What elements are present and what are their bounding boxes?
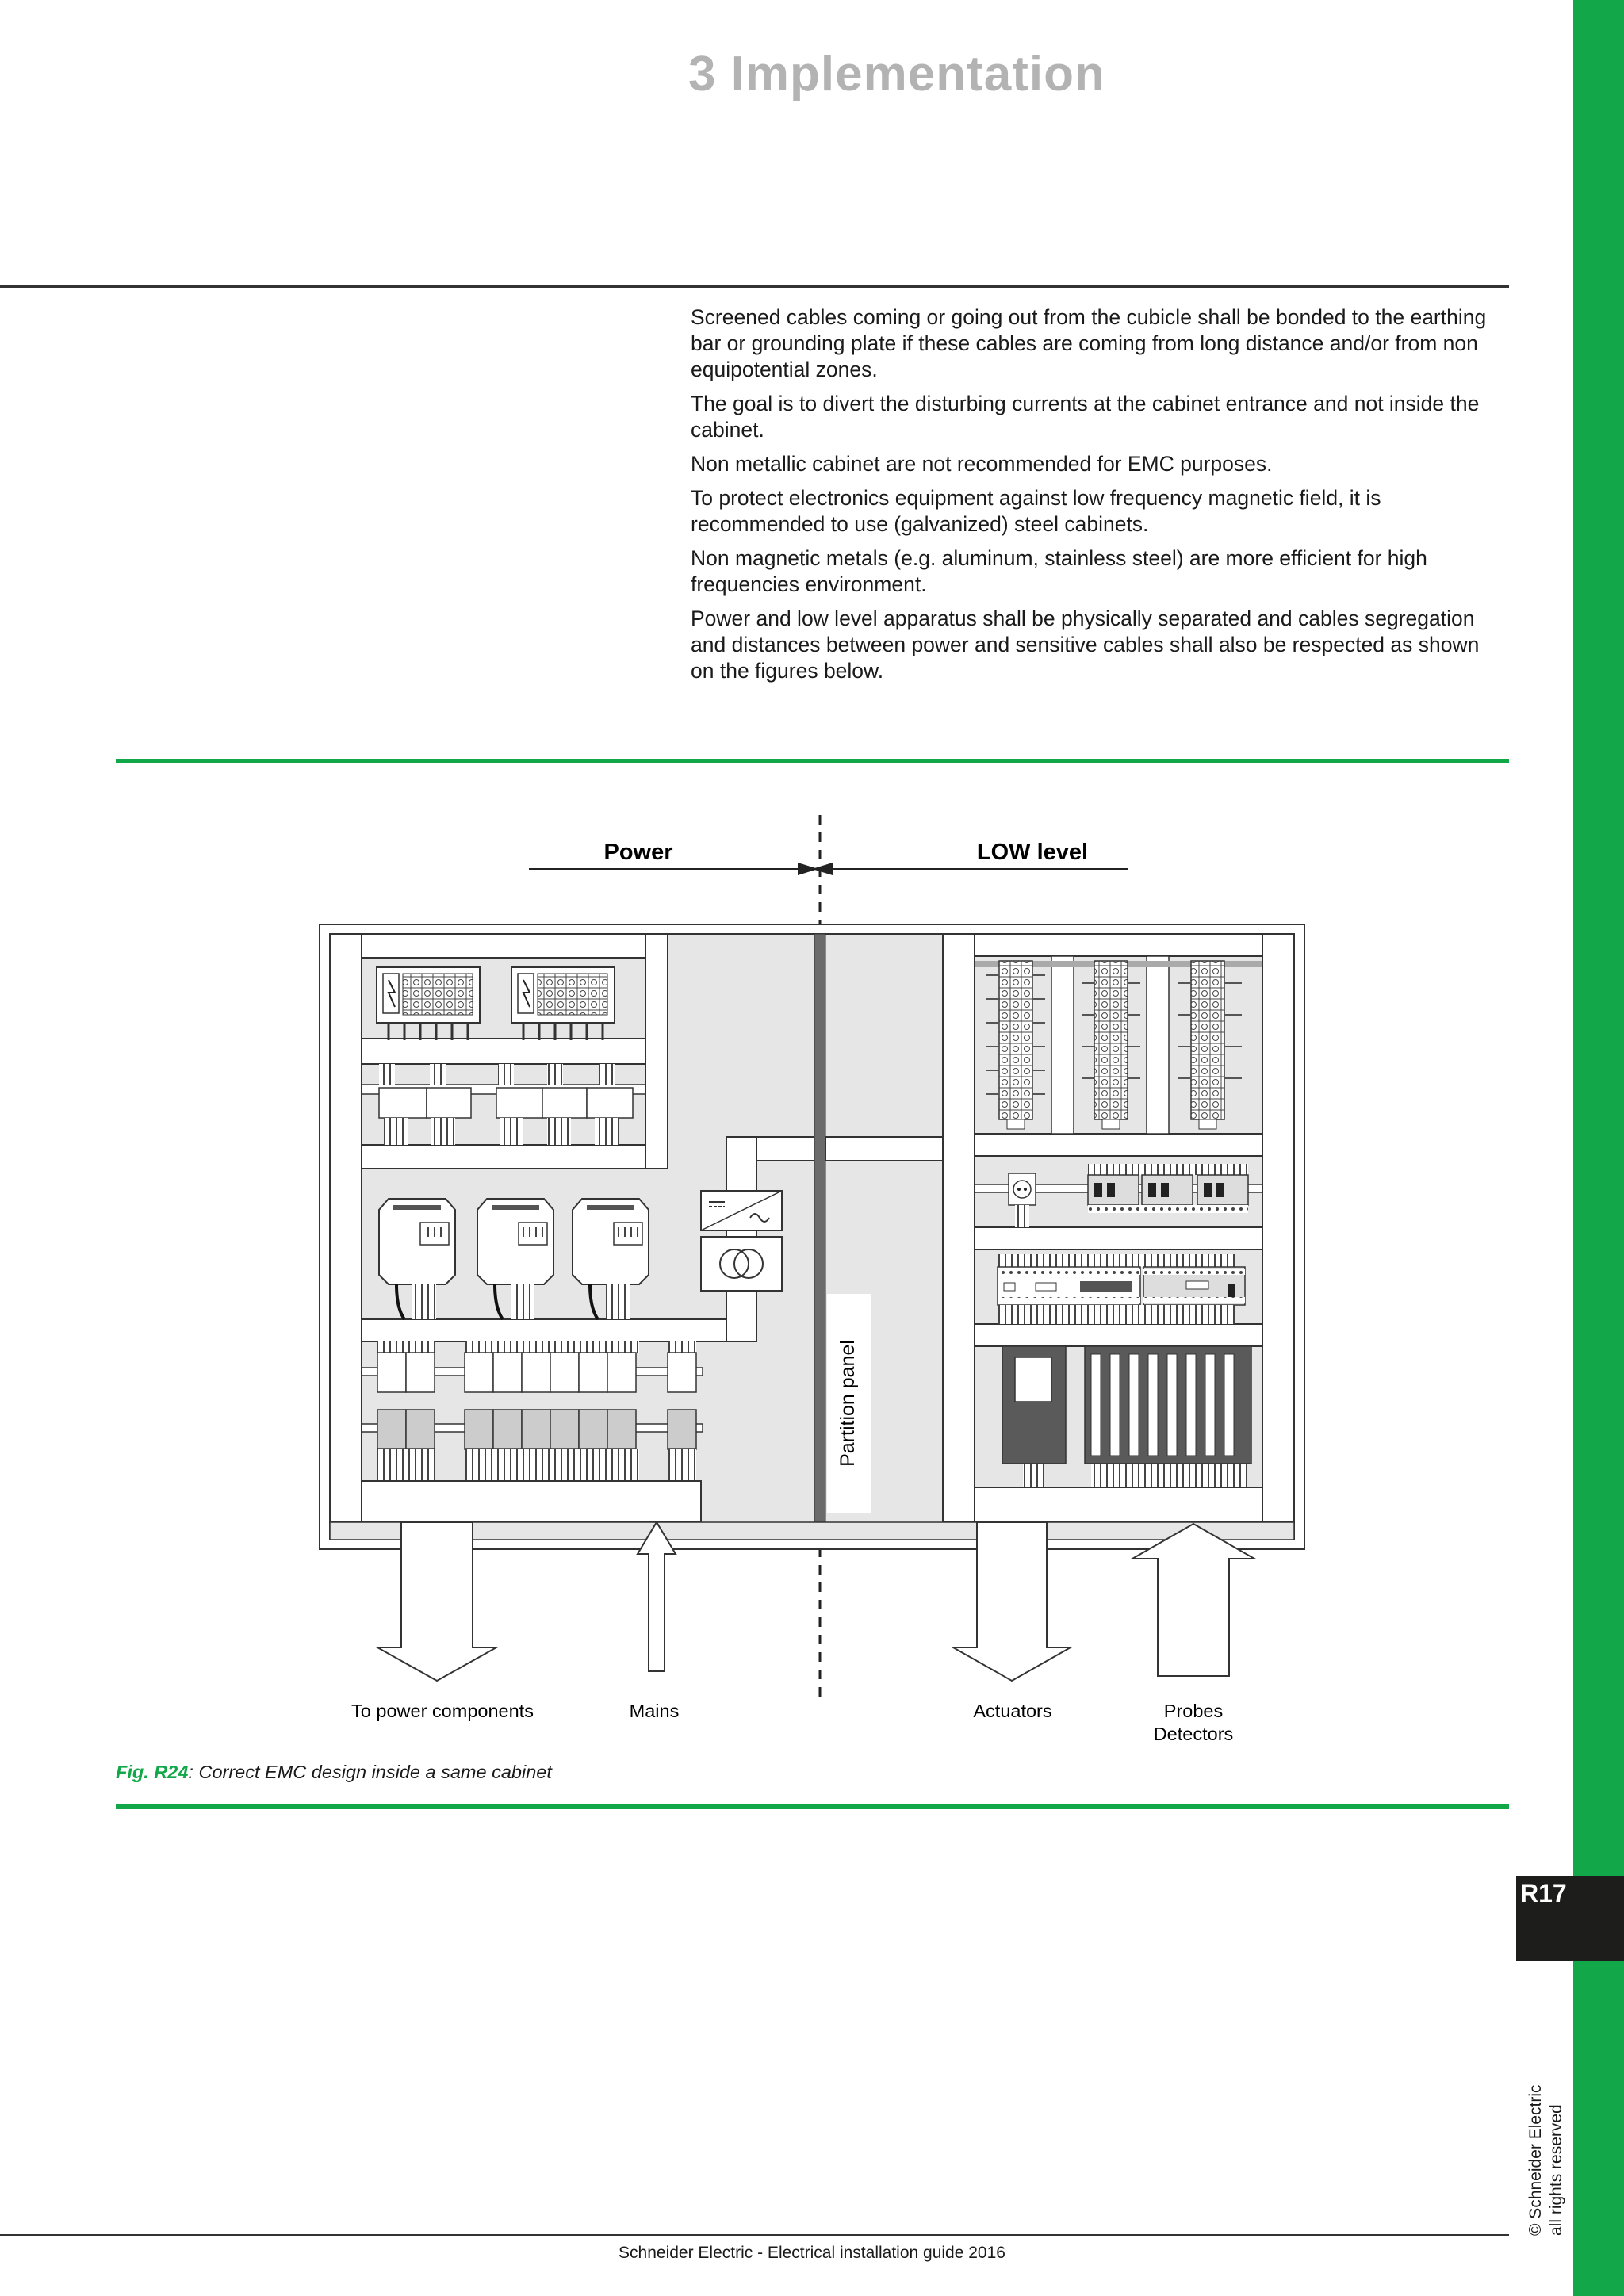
label-actuators: Actuators xyxy=(973,1701,1051,1721)
variable-speed-drive xyxy=(572,1198,649,1321)
terminal-block xyxy=(1082,960,1140,1130)
label-power: Power xyxy=(603,840,672,865)
low-level-arrow-head xyxy=(812,863,833,875)
page-number-tab xyxy=(1516,1876,1624,1961)
contactor-row xyxy=(378,1064,634,1145)
label-detectors: Detectors xyxy=(1154,1724,1234,1744)
header-rule xyxy=(0,285,1509,288)
right-mounting-rail xyxy=(1262,933,1295,1523)
breaker-row xyxy=(377,1341,697,1481)
label-to-power-components: To power components xyxy=(351,1701,534,1721)
label-mains: Mains xyxy=(630,1701,680,1721)
cabinet-diagram: Power LOW level xyxy=(319,815,1305,1744)
arrow-to-power-components xyxy=(374,1521,500,1682)
cable-duct xyxy=(974,1133,1263,1157)
cable-duct xyxy=(974,1487,1263,1523)
cable-duct xyxy=(825,1136,944,1161)
cable-duct xyxy=(1146,955,1170,1135)
left-mounting-rail xyxy=(329,933,362,1523)
cabinet-base xyxy=(329,1521,1295,1540)
cable-duct xyxy=(361,1480,702,1523)
arrow-probes-detectors xyxy=(1129,1522,1258,1677)
figure-top-rule xyxy=(116,759,1509,763)
footer-text: Schneider Electric - Electrical installa… xyxy=(619,2244,1005,2262)
cable-duct xyxy=(361,1144,646,1169)
io-card-rack xyxy=(1084,1345,1252,1487)
cable-duct xyxy=(645,933,668,1169)
relay-row xyxy=(1008,1164,1249,1227)
paragraph: The goal is to divert the disturbing cur… xyxy=(691,392,1480,442)
plc-module xyxy=(997,1254,1246,1324)
transformer xyxy=(700,1236,783,1292)
paragraph: Non metallic cabinet are not recommended… xyxy=(691,452,1273,476)
paragraph: To protect electronics equipment against… xyxy=(691,486,1381,536)
cable-duct xyxy=(361,1038,646,1065)
cable-duct xyxy=(942,933,975,1523)
partition-label-box xyxy=(827,1294,871,1513)
cable-duct xyxy=(1051,955,1074,1135)
label-low-level: LOW level xyxy=(977,840,1088,865)
terminal-block xyxy=(1178,960,1242,1130)
partition-label: Partition panel xyxy=(837,1340,859,1467)
arrow-actuators xyxy=(950,1521,1074,1682)
chapter-title: 3 Implementation xyxy=(688,47,1105,101)
cable-duct xyxy=(361,1318,727,1342)
cable-duct xyxy=(974,933,1263,957)
paragraph: Power and low level apparatus shall be p… xyxy=(691,607,1480,683)
cable-duct xyxy=(756,1136,816,1161)
page-number: R17 xyxy=(1520,1879,1567,1908)
main-breaker xyxy=(376,966,481,1040)
copyright-line-1: © Schneider Electric xyxy=(1526,2084,1545,2236)
power-converter xyxy=(700,1190,783,1231)
variable-speed-drive xyxy=(378,1198,456,1321)
partition-panel xyxy=(814,933,826,1540)
figure-bottom-rule xyxy=(116,1804,1509,1809)
copyright-line-2: all rights reserved xyxy=(1547,2104,1565,2236)
variable-speed-drive xyxy=(477,1198,554,1321)
cable-duct xyxy=(361,933,668,959)
footer-rule xyxy=(0,2234,1509,2236)
body-text: Screened cables coming or going out from… xyxy=(691,304,1507,692)
figure-caption: Fig. R24: Correct EMC design inside a sa… xyxy=(116,1762,552,1783)
terminal-block xyxy=(986,960,1045,1130)
paragraph: Non magnetic metals (e.g. aluminum, stai… xyxy=(691,546,1427,596)
arrow-mains xyxy=(636,1521,677,1672)
paragraph: Screened cables coming or going out from… xyxy=(691,305,1487,381)
figure-caption-text: : Correct EMC design inside a same cabin… xyxy=(188,1762,552,1782)
figure-ref: Fig. R24 xyxy=(116,1762,189,1782)
cable-duct xyxy=(974,1226,1263,1250)
controller-unit xyxy=(1002,1345,1067,1487)
main-breaker xyxy=(511,966,615,1040)
label-probes: Probes xyxy=(1164,1701,1223,1721)
power-arrow-head xyxy=(798,863,818,875)
cable-duct xyxy=(974,1323,1263,1347)
copyright-notice: © Schneider Electric all rights reserved xyxy=(1526,1998,1567,2236)
